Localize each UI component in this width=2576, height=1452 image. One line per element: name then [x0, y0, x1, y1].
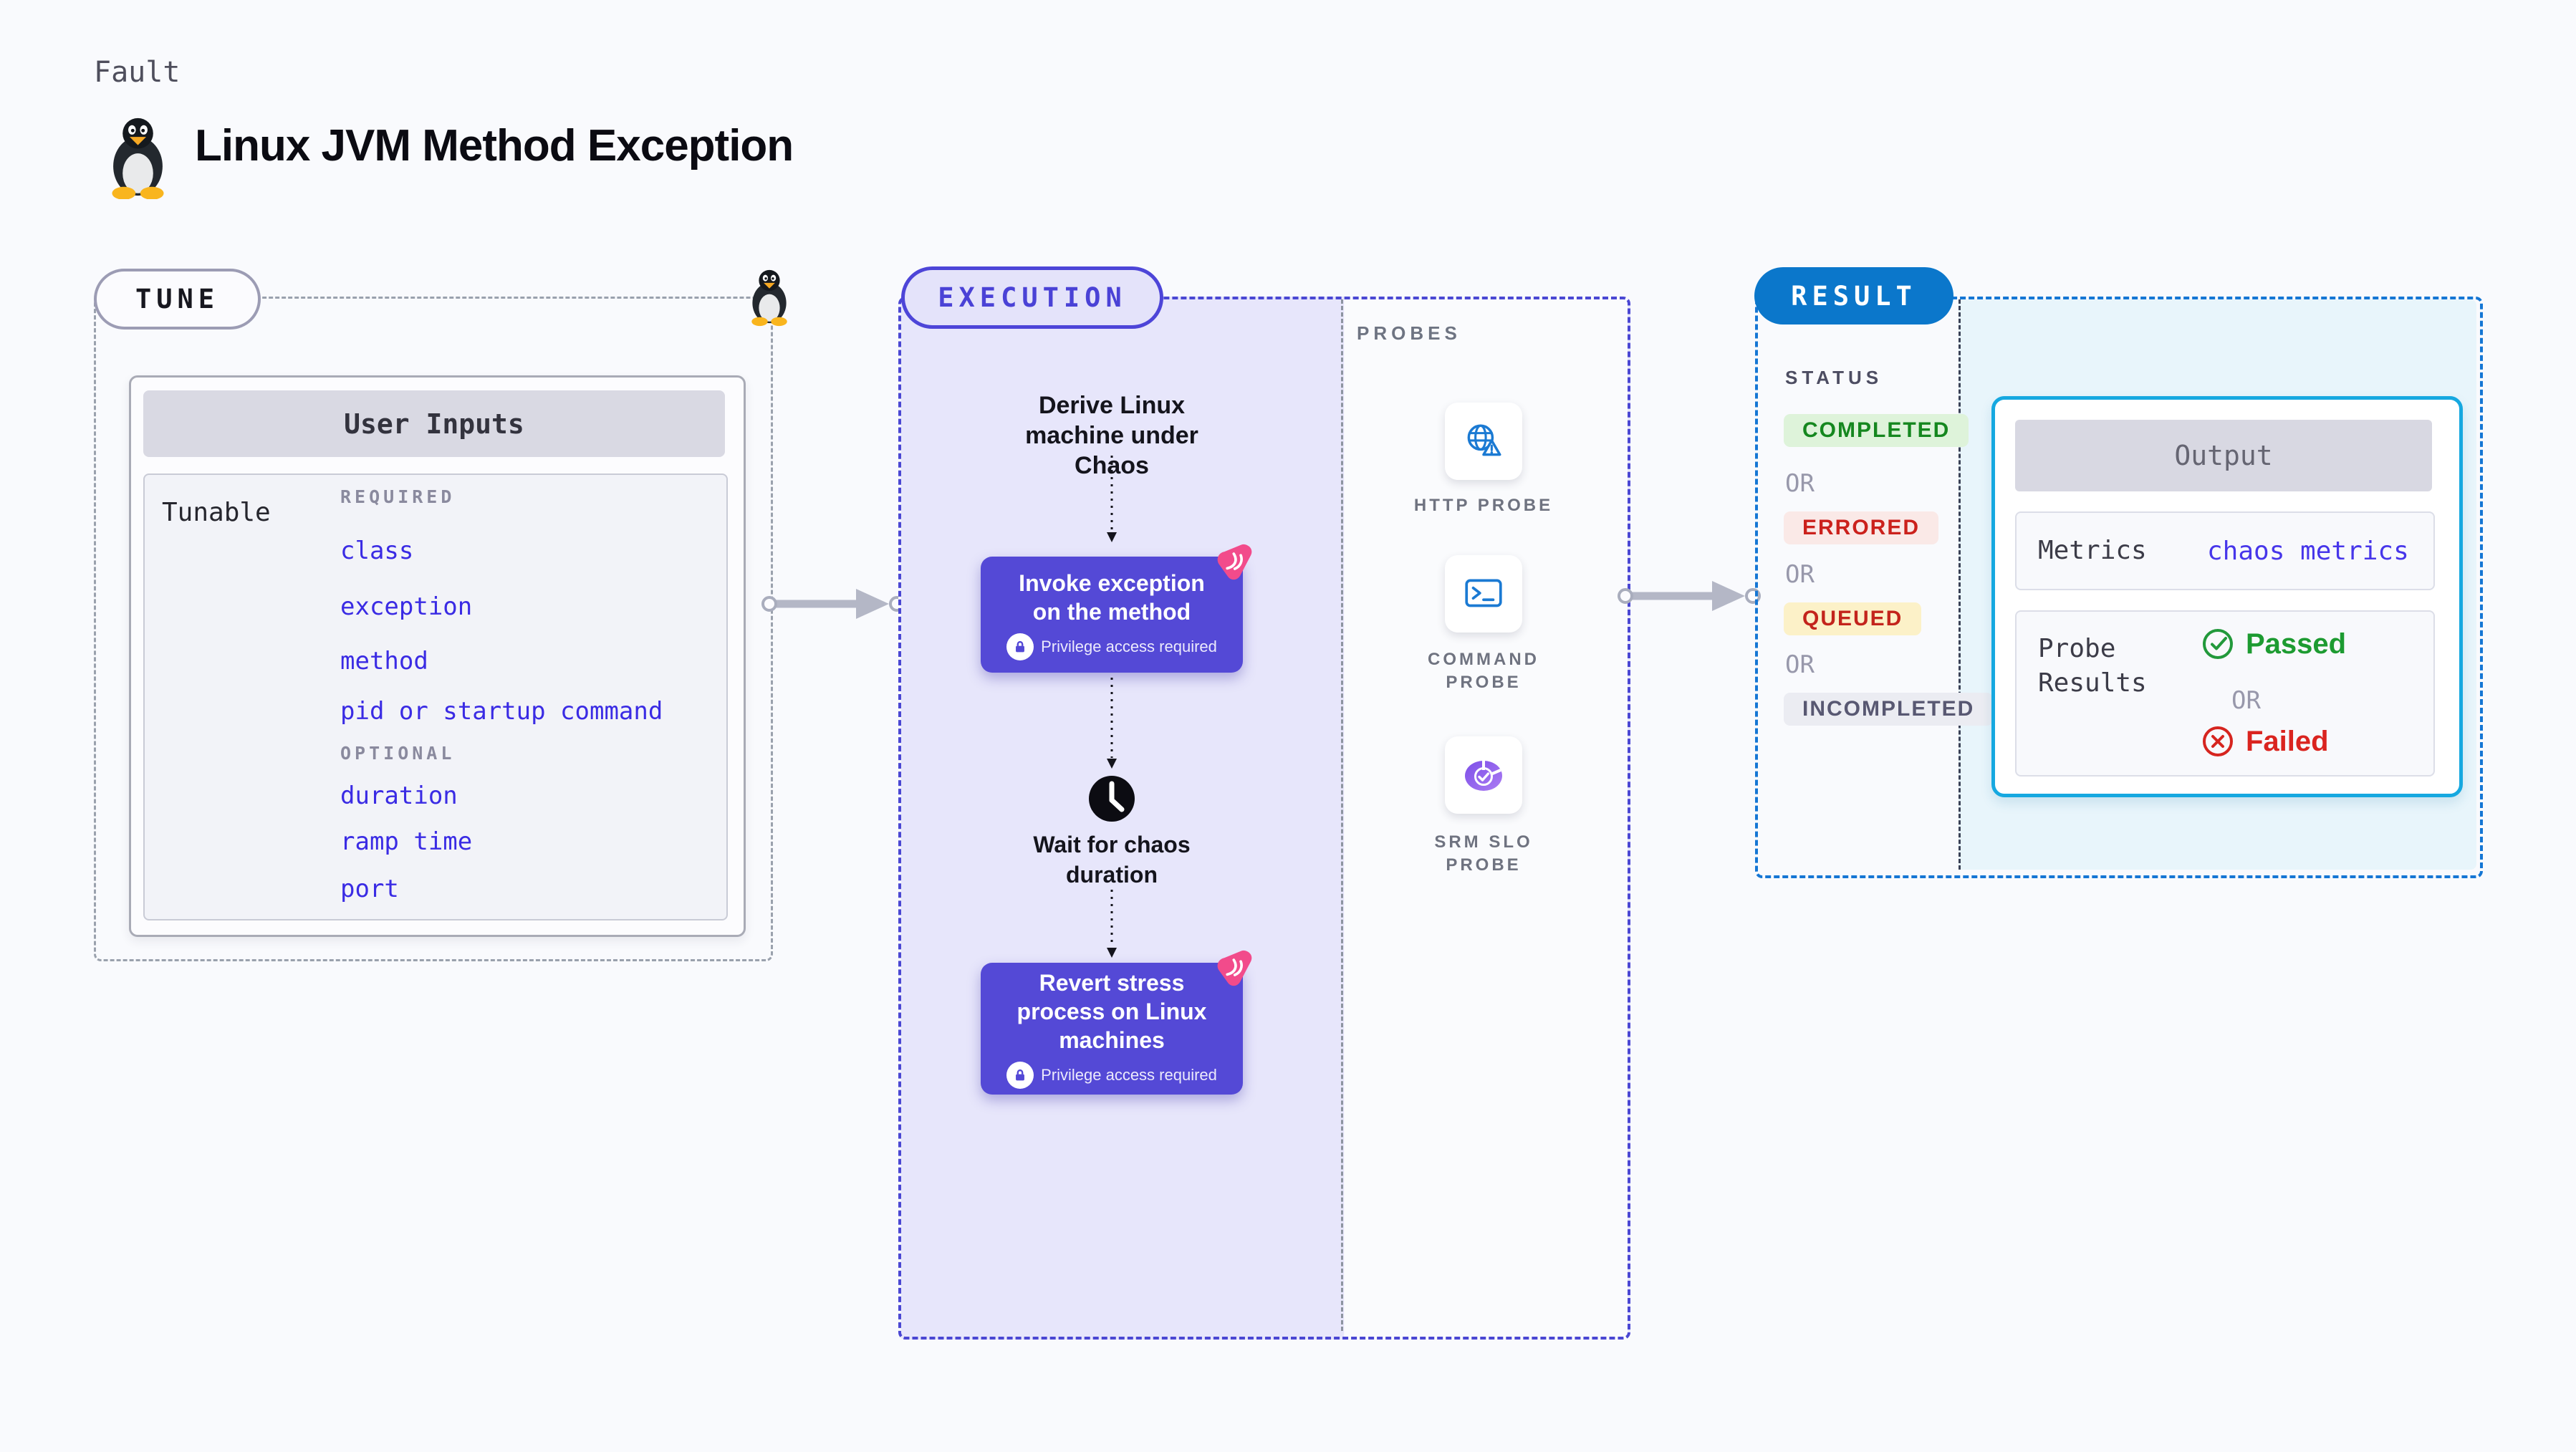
- status-badge-incompleted: INCOMPLETED: [1784, 693, 1994, 726]
- terminal-icon: [1465, 579, 1502, 607]
- probes-section-label: PROBES: [1357, 322, 1461, 344]
- user-inputs-card: User Inputs Tunable REQUIRED class excep…: [129, 375, 746, 937]
- param-link-class[interactable]: class: [340, 537, 414, 565]
- tune-to-execution-arrow: [761, 589, 905, 619]
- check-circle-icon: [2203, 629, 2233, 659]
- fault-kicker: Fault: [94, 56, 181, 89]
- chaos-flourish-icon: [1217, 950, 1252, 986]
- tunable-table: Tunable REQUIRED class exception method …: [143, 473, 728, 920]
- param-link-method[interactable]: method: [340, 647, 428, 675]
- metrics-label: Metrics: [2038, 536, 2147, 565]
- flow-dotted-arrow: [1107, 890, 1117, 958]
- globe-warning-icon: [1467, 424, 1501, 456]
- or-separator: OR: [1785, 650, 1815, 679]
- status-column-label: STATUS: [1785, 367, 1883, 388]
- status-badge-errored: ERRORED: [1784, 511, 1939, 544]
- invoke-exception-node: Invoke exception on the method Privilege…: [981, 544, 1252, 673]
- param-link-ramp-time[interactable]: ramp time: [340, 827, 473, 856]
- command-probe-card: [1445, 555, 1522, 633]
- or-separator: OR: [2231, 686, 2261, 715]
- param-link-exception[interactable]: exception: [340, 592, 473, 621]
- flow-dotted-arrow: [1107, 678, 1117, 769]
- output-card: Output Metrics chaos metrics Probe Resul…: [1991, 396, 2463, 797]
- or-separator: OR: [1785, 560, 1815, 589]
- lock-icon: [1006, 1062, 1034, 1089]
- execution-badge: EXECUTION: [901, 266, 1163, 329]
- optional-group-label: OPTIONAL: [340, 743, 456, 764]
- failed-label: Failed: [2246, 725, 2329, 757]
- metrics-value-link[interactable]: chaos metrics: [2207, 536, 2409, 566]
- command-probe-label: COMMAND PROBE: [1428, 650, 1539, 692]
- wait-step-text: Wait for chaos duration: [1033, 832, 1191, 888]
- execution-to-result-arrow: [1618, 581, 1761, 611]
- http-probe-label: HTTP PROBE: [1413, 496, 1554, 515]
- param-link-pid-or-startup-command[interactable]: pid or startup command: [340, 697, 663, 726]
- status-badge-queued: QUEUED: [1784, 602, 1922, 635]
- x-circle-icon: [2203, 726, 2233, 756]
- page-title: Linux JVM Method Exception: [195, 121, 794, 170]
- clock-icon: [1089, 776, 1135, 822]
- param-link-port[interactable]: port: [340, 875, 399, 903]
- required-group-label: REQUIRED: [340, 486, 456, 507]
- flow-dotted-arrow: [1107, 456, 1117, 542]
- privilege-note: Privilege access required: [1041, 638, 1217, 655]
- user-inputs-title: User Inputs: [143, 390, 725, 457]
- probe-results-row: Probe Results Passed OR Failed: [2015, 610, 2435, 777]
- revert-stress-label: Revert stress process on Linux machines: [1017, 970, 1207, 1053]
- probe-result-passed: Passed: [2201, 628, 2346, 660]
- srm-slo-probe-label: SRM SLO PROBE: [1434, 832, 1533, 875]
- or-separator: OR: [1785, 469, 1815, 498]
- derive-step-text: Derive Linux machine under Chaos: [1025, 392, 1198, 479]
- tux-penguin-icon: [751, 269, 787, 327]
- param-link-duration[interactable]: duration: [340, 782, 458, 810]
- invoke-exception-label: Invoke exception on the method: [1019, 570, 1205, 625]
- status-badge-completed: COMPLETED: [1784, 414, 1969, 447]
- http-probe-card: [1445, 403, 1522, 480]
- probe-result-failed: Failed: [2201, 725, 2329, 758]
- privilege-note: Privilege access required: [1041, 1066, 1217, 1084]
- output-title: Output: [2015, 420, 2432, 491]
- revert-stress-node: Revert stress process on Linux machines …: [981, 950, 1252, 1095]
- passed-label: Passed: [2246, 628, 2347, 660]
- probes-divider-line: [1341, 299, 1343, 1331]
- tune-badge: TUNE: [94, 269, 261, 330]
- tunable-row-label: Tunable: [162, 498, 271, 527]
- pie-check-icon: [1465, 759, 1502, 791]
- lock-icon: [1006, 633, 1034, 660]
- srm-slo-probe-card: [1445, 736, 1522, 814]
- tune-section-box: [94, 297, 773, 961]
- metrics-row: Metrics chaos metrics: [2015, 511, 2435, 590]
- probe-results-label: Probe Results: [2038, 634, 2147, 698]
- result-badge: RESULT: [1754, 267, 1953, 324]
- chaos-flourish-icon: [1217, 544, 1252, 580]
- tux-penguin-icon: [112, 117, 164, 199]
